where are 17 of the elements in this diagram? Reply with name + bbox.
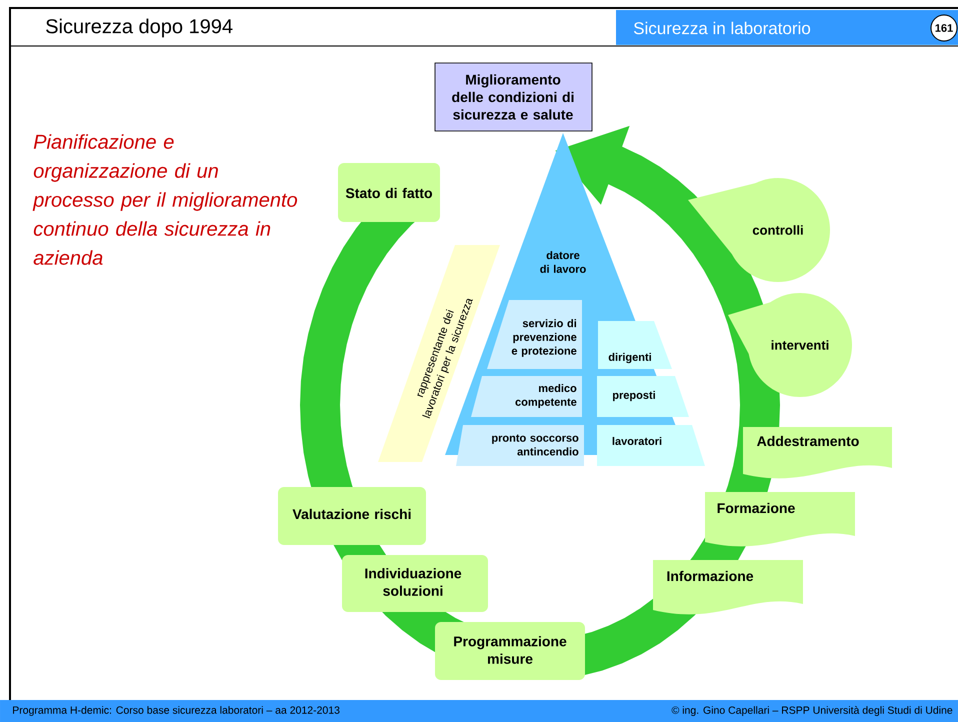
footer-text: © ing. Gino Capellari – RSPP Università degli Studi di Udine <box>672 706 952 716</box>
page-number: 161 <box>930 14 958 42</box>
title: Sicurezza dopo 1994 <box>46 18 232 38</box>
footer-text: Programma H-demic: Corso base sicurezza laboratori – aa 2012-2013 <box>13 706 340 716</box>
wavy-box: Informazione <box>653 560 803 614</box>
step-box: Valutazione rischi <box>278 487 426 545</box>
pyramid-block: pronto soccorso antincendio <box>456 425 584 466</box>
slogan-text: Pianificazione e organizzazione di un processo per il miglioramento continuo della sicurezza in azienda <box>32 134 298 265</box>
pyramid-block: servizio di prevenzione e protezione <box>487 300 582 369</box>
pyramid-block: medico competente <box>471 376 582 417</box>
step-box: Individuazione soluzioni <box>342 555 488 612</box>
step-box: Programmazione misure <box>435 622 585 680</box>
wavy-box: Formazione <box>705 492 855 546</box>
step-box: Stato di fatto <box>338 163 440 222</box>
wavy-box: Addestramento <box>743 427 892 478</box>
goal-box: Miglioramento delle condizioni di sicurezza e salute <box>434 62 592 132</box>
pyramid-block: lavoratori <box>597 425 705 466</box>
